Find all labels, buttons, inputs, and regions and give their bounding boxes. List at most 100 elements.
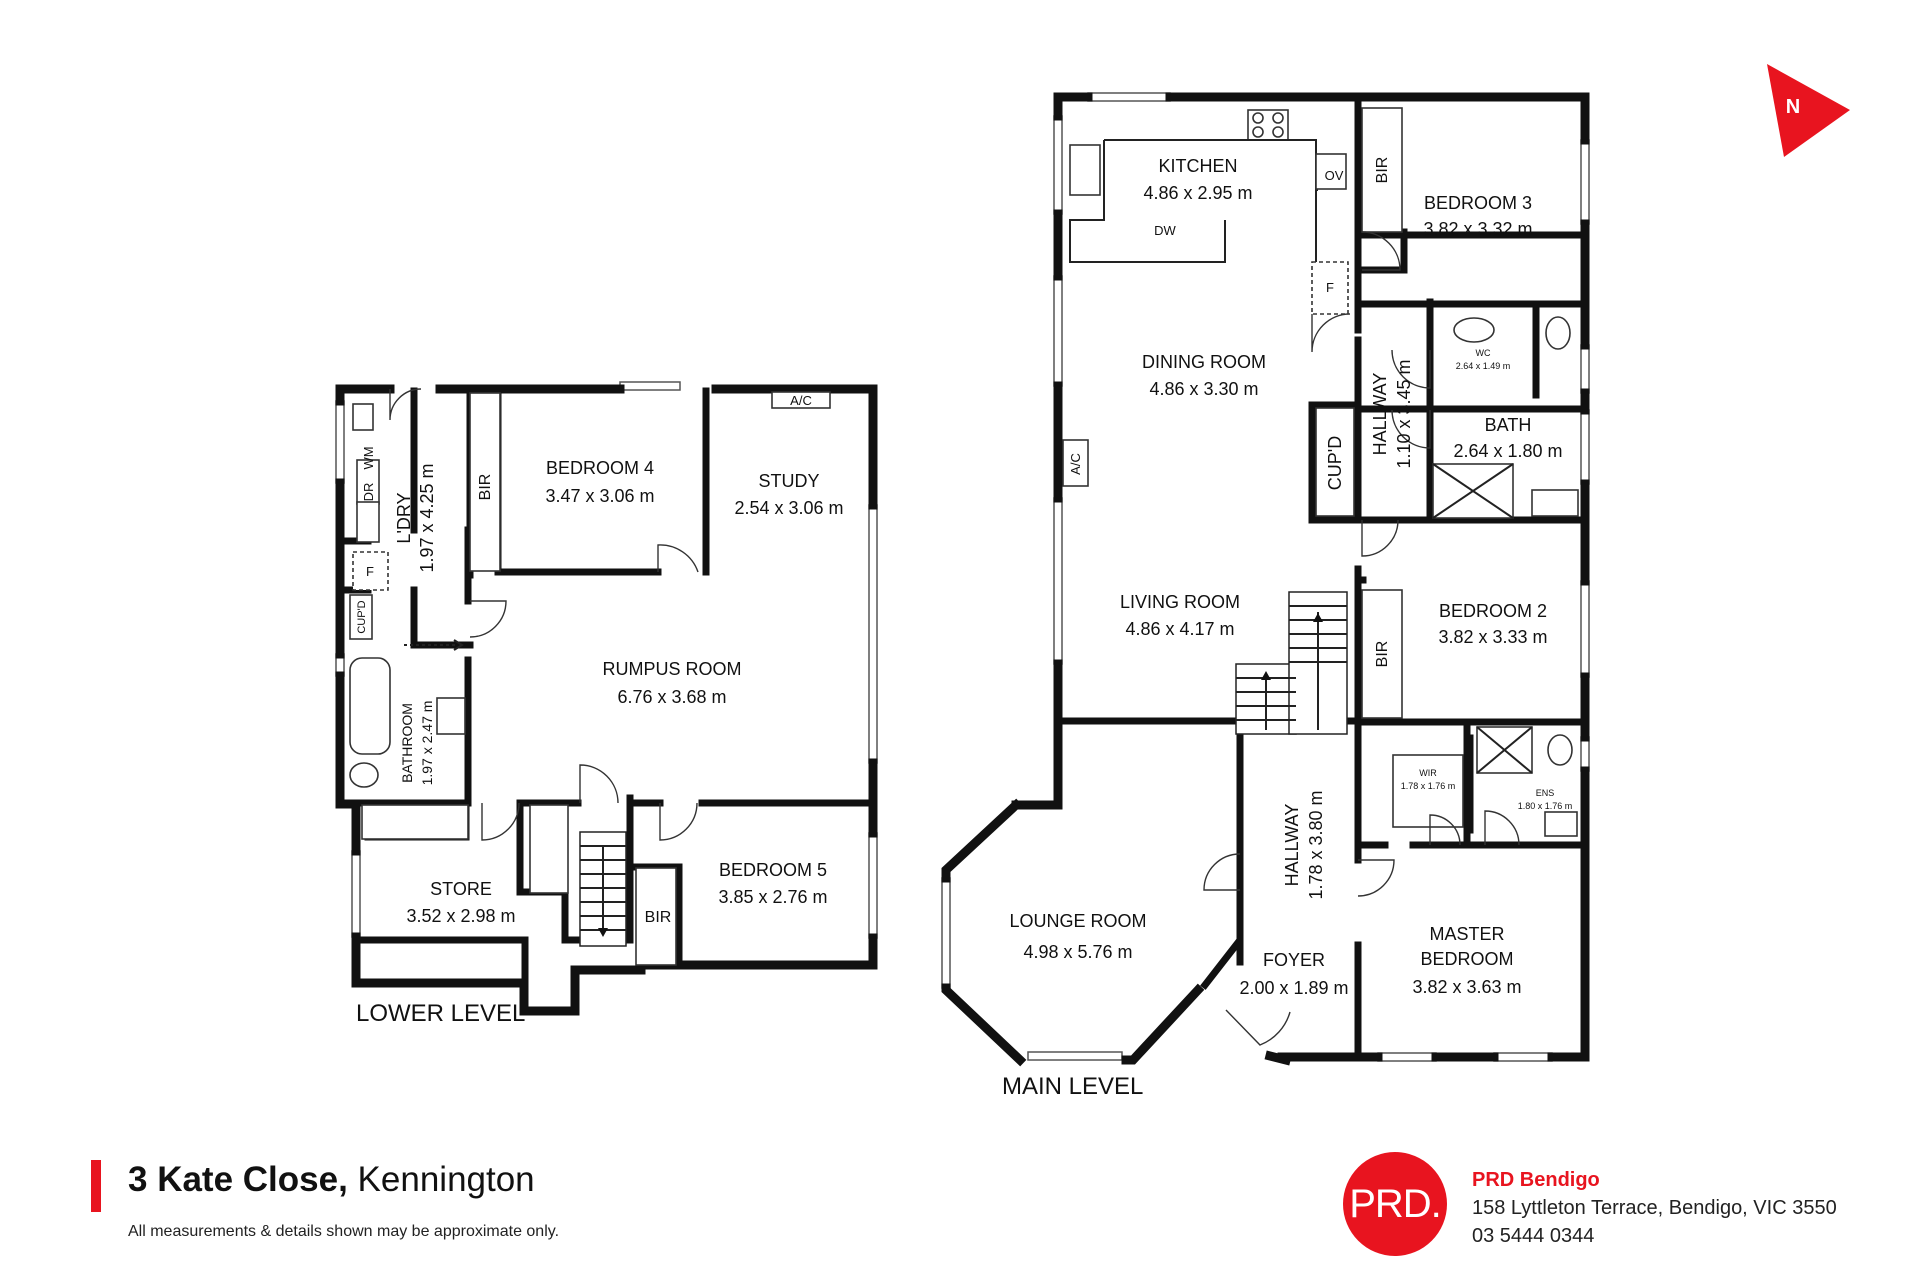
bedroom4-dims: 3.47 x 3.06 m xyxy=(545,486,654,506)
bedroom3-dims: 3.82 x 3.32 m xyxy=(1423,219,1532,239)
bath-dims: 2.64 x 1.80 m xyxy=(1453,441,1562,461)
ens-dims: 1.80 x 1.76 m xyxy=(1518,801,1573,811)
window xyxy=(1580,344,1590,394)
toilet xyxy=(1545,316,1571,350)
window xyxy=(941,877,951,989)
lounge-label: LOUNGE ROOM xyxy=(1009,911,1146,931)
built-in-robe-3 xyxy=(1361,107,1403,233)
walk-in-robe xyxy=(1392,754,1464,828)
door xyxy=(579,764,619,804)
window xyxy=(619,381,681,391)
bedroom2-label: BEDROOM 2 xyxy=(1439,601,1547,621)
foyer-label: FOYER xyxy=(1263,950,1325,970)
front-door xyxy=(1225,1009,1291,1046)
dishwasher-label: DW xyxy=(1154,223,1176,238)
oven-label: OV xyxy=(1325,168,1344,183)
living-label: LIVING ROOM xyxy=(1120,592,1240,612)
laundry-sink xyxy=(352,403,374,431)
door xyxy=(1203,853,1241,891)
linen-cupboard xyxy=(1315,407,1355,517)
fridge-space xyxy=(352,551,389,591)
agency-logo: PRD. xyxy=(1343,1152,1447,1256)
vanity-basin xyxy=(1531,489,1579,517)
bedroom4-label: BEDROOM 4 xyxy=(546,458,654,478)
window xyxy=(1053,275,1063,387)
window xyxy=(351,850,361,938)
window xyxy=(1087,92,1171,102)
washing-machine-label: WM xyxy=(361,446,376,469)
bath-label: BATH xyxy=(1485,415,1532,435)
master-label: MASTER xyxy=(1429,924,1504,944)
bir-label: BIR xyxy=(1374,157,1391,184)
agency-details: PRD Bendigo 158 Lyttleton Terrace, Bendi… xyxy=(1472,1166,1837,1250)
main-level-plan xyxy=(941,92,1590,1067)
dining-label: DINING ROOM xyxy=(1142,352,1266,372)
dining-dims: 4.86 x 3.30 m xyxy=(1149,379,1258,399)
bedroom5-label: BEDROOM 5 xyxy=(719,860,827,880)
lower-level-plan xyxy=(335,381,878,1016)
ens-label: ENS xyxy=(1536,788,1555,798)
hallway-label: HALLWAY xyxy=(1282,804,1302,887)
master-label: BEDROOM xyxy=(1420,949,1513,969)
window xyxy=(1027,1051,1123,1061)
fridge-label: F xyxy=(1326,280,1334,295)
store-dims: 3.52 x 2.98 m xyxy=(406,906,515,926)
stairs-main xyxy=(1235,591,1348,735)
fridge-space xyxy=(1311,261,1349,315)
built-in-robe-4 xyxy=(469,392,501,572)
bathtub xyxy=(349,657,391,755)
master-dims: 3.82 x 3.63 m xyxy=(1412,977,1521,997)
cupboard xyxy=(349,594,373,640)
fridge-label: F xyxy=(366,564,374,579)
air-conditioner xyxy=(771,391,831,409)
laundry-dims: 1.97 x 4.25 m xyxy=(417,463,437,572)
door xyxy=(1484,810,1520,846)
ensuite-toilet xyxy=(1547,734,1573,766)
kitchen-label: KITCHEN xyxy=(1158,156,1237,176)
door xyxy=(659,802,698,841)
hallway-dims: 1.78 x 3.80 m xyxy=(1306,790,1326,899)
window xyxy=(868,832,878,939)
window xyxy=(1493,1052,1553,1062)
door xyxy=(1391,349,1431,389)
bathroom-dims: 1.97 x 2.47 m xyxy=(419,701,435,786)
store-label: STORE xyxy=(430,879,492,899)
bedroom3-label: BEDROOM 3 xyxy=(1424,193,1532,213)
toilet xyxy=(349,762,379,788)
agency-name: PRD Bendigo xyxy=(1472,1169,1600,1191)
ensuite-basin xyxy=(1544,811,1578,837)
door xyxy=(1361,519,1399,557)
air-conditioner xyxy=(1062,439,1089,487)
built-in-robe-5 xyxy=(635,867,677,966)
oven xyxy=(1315,153,1347,190)
property-address: 3 Kate Close, Kennington xyxy=(128,1160,535,1200)
door xyxy=(1357,859,1395,897)
vanity-basin xyxy=(436,697,466,735)
bir-label: BIR xyxy=(1374,641,1391,668)
hallway-dims: 1.10 x 3.45 m xyxy=(1394,359,1414,468)
window xyxy=(1580,139,1590,225)
ac-label: A/C xyxy=(790,393,812,408)
bir-label: BIR xyxy=(645,909,672,926)
kitchen-dims: 4.86 x 2.95 m xyxy=(1143,183,1252,203)
window xyxy=(1580,580,1590,678)
dryer-label: DR xyxy=(361,483,376,502)
door xyxy=(469,600,507,638)
kitchen-sink xyxy=(1069,144,1101,196)
window xyxy=(1377,1052,1437,1062)
rumpus-dims: 6.76 x 3.68 m xyxy=(617,687,726,707)
store-shelf xyxy=(361,804,469,840)
door xyxy=(389,388,422,421)
window xyxy=(335,400,345,484)
agency-phone: 03 5444 0344 xyxy=(1472,1225,1595,1247)
built-in-robe-2 xyxy=(1361,589,1403,719)
main-level-title: MAIN LEVEL xyxy=(1002,1073,1143,1100)
street-address: 3 Kate Close, xyxy=(128,1160,348,1199)
suburb: Kennington xyxy=(357,1160,535,1199)
window xyxy=(1580,736,1590,772)
door xyxy=(1311,313,1351,353)
living-dims: 4.86 x 4.17 m xyxy=(1125,619,1234,639)
disclaimer: All measurements & details shown may be … xyxy=(128,1223,560,1240)
basin xyxy=(1453,317,1495,343)
